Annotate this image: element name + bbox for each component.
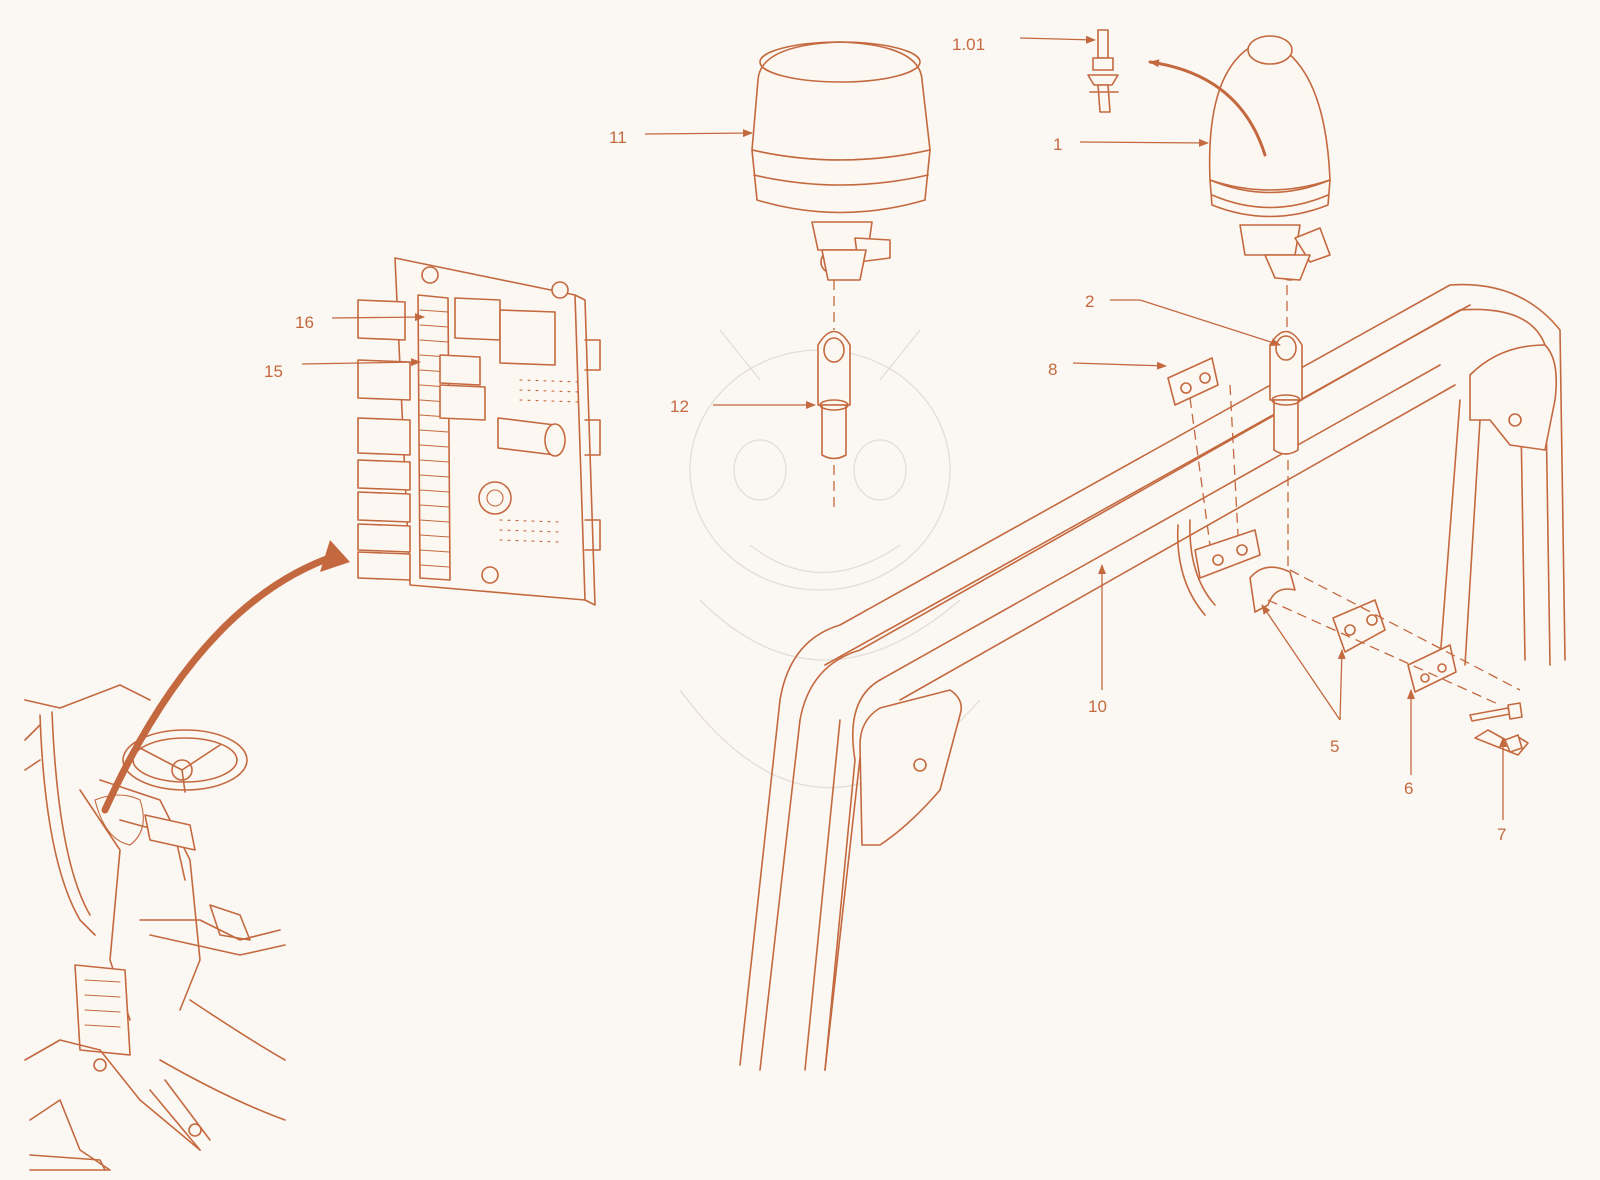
bulb-removal-arrow [1148,59,1267,157]
mount-pin-12 [817,330,851,460]
control-board-assembly [357,257,601,606]
callout-11: 11 [609,128,753,147]
svg-text:7: 7 [1497,825,1506,844]
hardware-centerline [1267,569,1521,706]
clamp-5-upper [1249,566,1296,613]
svg-text:5: 5 [1330,737,1339,756]
detail-pointer-arrow [101,551,342,814]
beacon-11 [751,41,931,281]
capacitor [497,417,566,457]
round-connector [478,481,512,515]
svg-text:8: 8 [1048,360,1057,379]
callout-16: 16 [295,313,425,332]
fuse-strip-fuses [419,309,450,568]
svg-text:11: 11 [609,128,627,147]
svg-text:1: 1 [1053,135,1062,154]
callout-15: 15 [264,358,421,381]
callout-12: 12 [670,397,816,416]
bracket-8-centerline [1189,384,1239,546]
roll-bar-frame [739,283,1566,1071]
callout-1: 1 [1053,135,1209,154]
callout-2: 2 [1085,292,1281,347]
bolts-7 [1469,702,1529,756]
machine-steering-column [24,684,286,1171]
callout-1-01: 1.01 [952,35,1096,54]
svg-text:10: 10 [1088,697,1107,716]
svg-text:1.01: 1.01 [952,35,985,54]
svg-text:16: 16 [295,313,314,332]
svg-text:2: 2 [1085,292,1094,311]
svg-text:15: 15 [264,362,283,381]
callout-10: 10 [1088,564,1107,716]
bracket-block [1194,529,1261,579]
plate-6 [1407,644,1457,693]
beacon-1 [1208,35,1331,281]
callout-8: 8 [1048,360,1167,379]
bracket-8 [1167,357,1219,406]
clamp-5-lower [1332,599,1386,653]
bulb-1-01 [1087,29,1119,113]
callout-6: 6 [1404,689,1415,798]
relay-bank [357,297,556,581]
callout-7: 7 [1497,737,1507,844]
svg-text:12: 12 [670,397,689,416]
mount-pin-2 [1269,330,1303,455]
callout-5: 5 [1261,604,1346,756]
svg-text:6: 6 [1404,779,1413,798]
